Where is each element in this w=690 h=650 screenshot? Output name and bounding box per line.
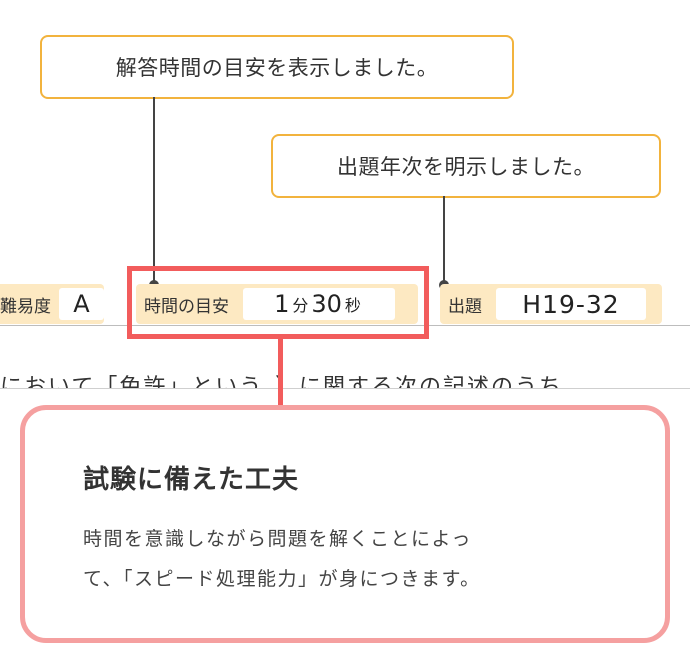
time-seconds: 30 [311,290,342,318]
feature-description-line-2: て、「スピード処理能力」が身につきます。 [83,568,481,590]
time-guide-value: 1 分 30 秒 [243,288,395,320]
difficulty-value: A [59,288,104,320]
year-callout-text: 出題年次を明示しました。 [337,155,595,179]
feature-title: 試験に備えた工夫 [83,465,300,495]
time-guide-leader-line [153,97,155,283]
divider-line [0,325,690,326]
feature-description-line-1: 時間を意識しながら問題を解くことによっ [83,528,472,550]
question-year-field: 出題 H19-32 [440,284,662,324]
question-year-label: 出題 [448,296,482,317]
difficulty-field: 難易度 A [0,284,104,324]
highlight-connector [278,339,283,409]
time-guide-highlight-box [127,266,429,339]
question-info-row: 難易度 A 時間の目安 1 分 30 秒 出題 H19-32 [0,284,690,324]
feature-panel: 試験に備えた工夫 時間を意識しながら問題を解くことによっ て、「スピード処理能力… [20,405,670,643]
year-leader-line [443,196,445,283]
book-page-excerpt: 解答時間の目安を表示しました。 出題年次を明示しました。 難易度 A 時間の目安… [0,35,690,389]
difficulty-label: 難易度 [0,296,51,317]
time-minutes: 1 [274,290,290,318]
time-minutes-unit: 分 [292,296,309,315]
time-guide-callout-text: 解答時間の目安を表示しました。 [115,56,439,80]
time-guide-field: 時間の目安 1 分 30 秒 [136,284,418,324]
time-seconds-unit: 秒 [344,296,361,315]
time-guide-label: 時間の目安 [144,296,229,317]
question-year-value: H19-32 [496,288,646,320]
time-guide-callout: 解答時間の目安を表示しました。 [40,35,514,99]
feature-description: 時間を意識しながら問題を解くことによっ て、「スピード処理能力」が身につきます。 [83,519,643,599]
year-callout: 出題年次を明示しました。 [271,134,661,198]
